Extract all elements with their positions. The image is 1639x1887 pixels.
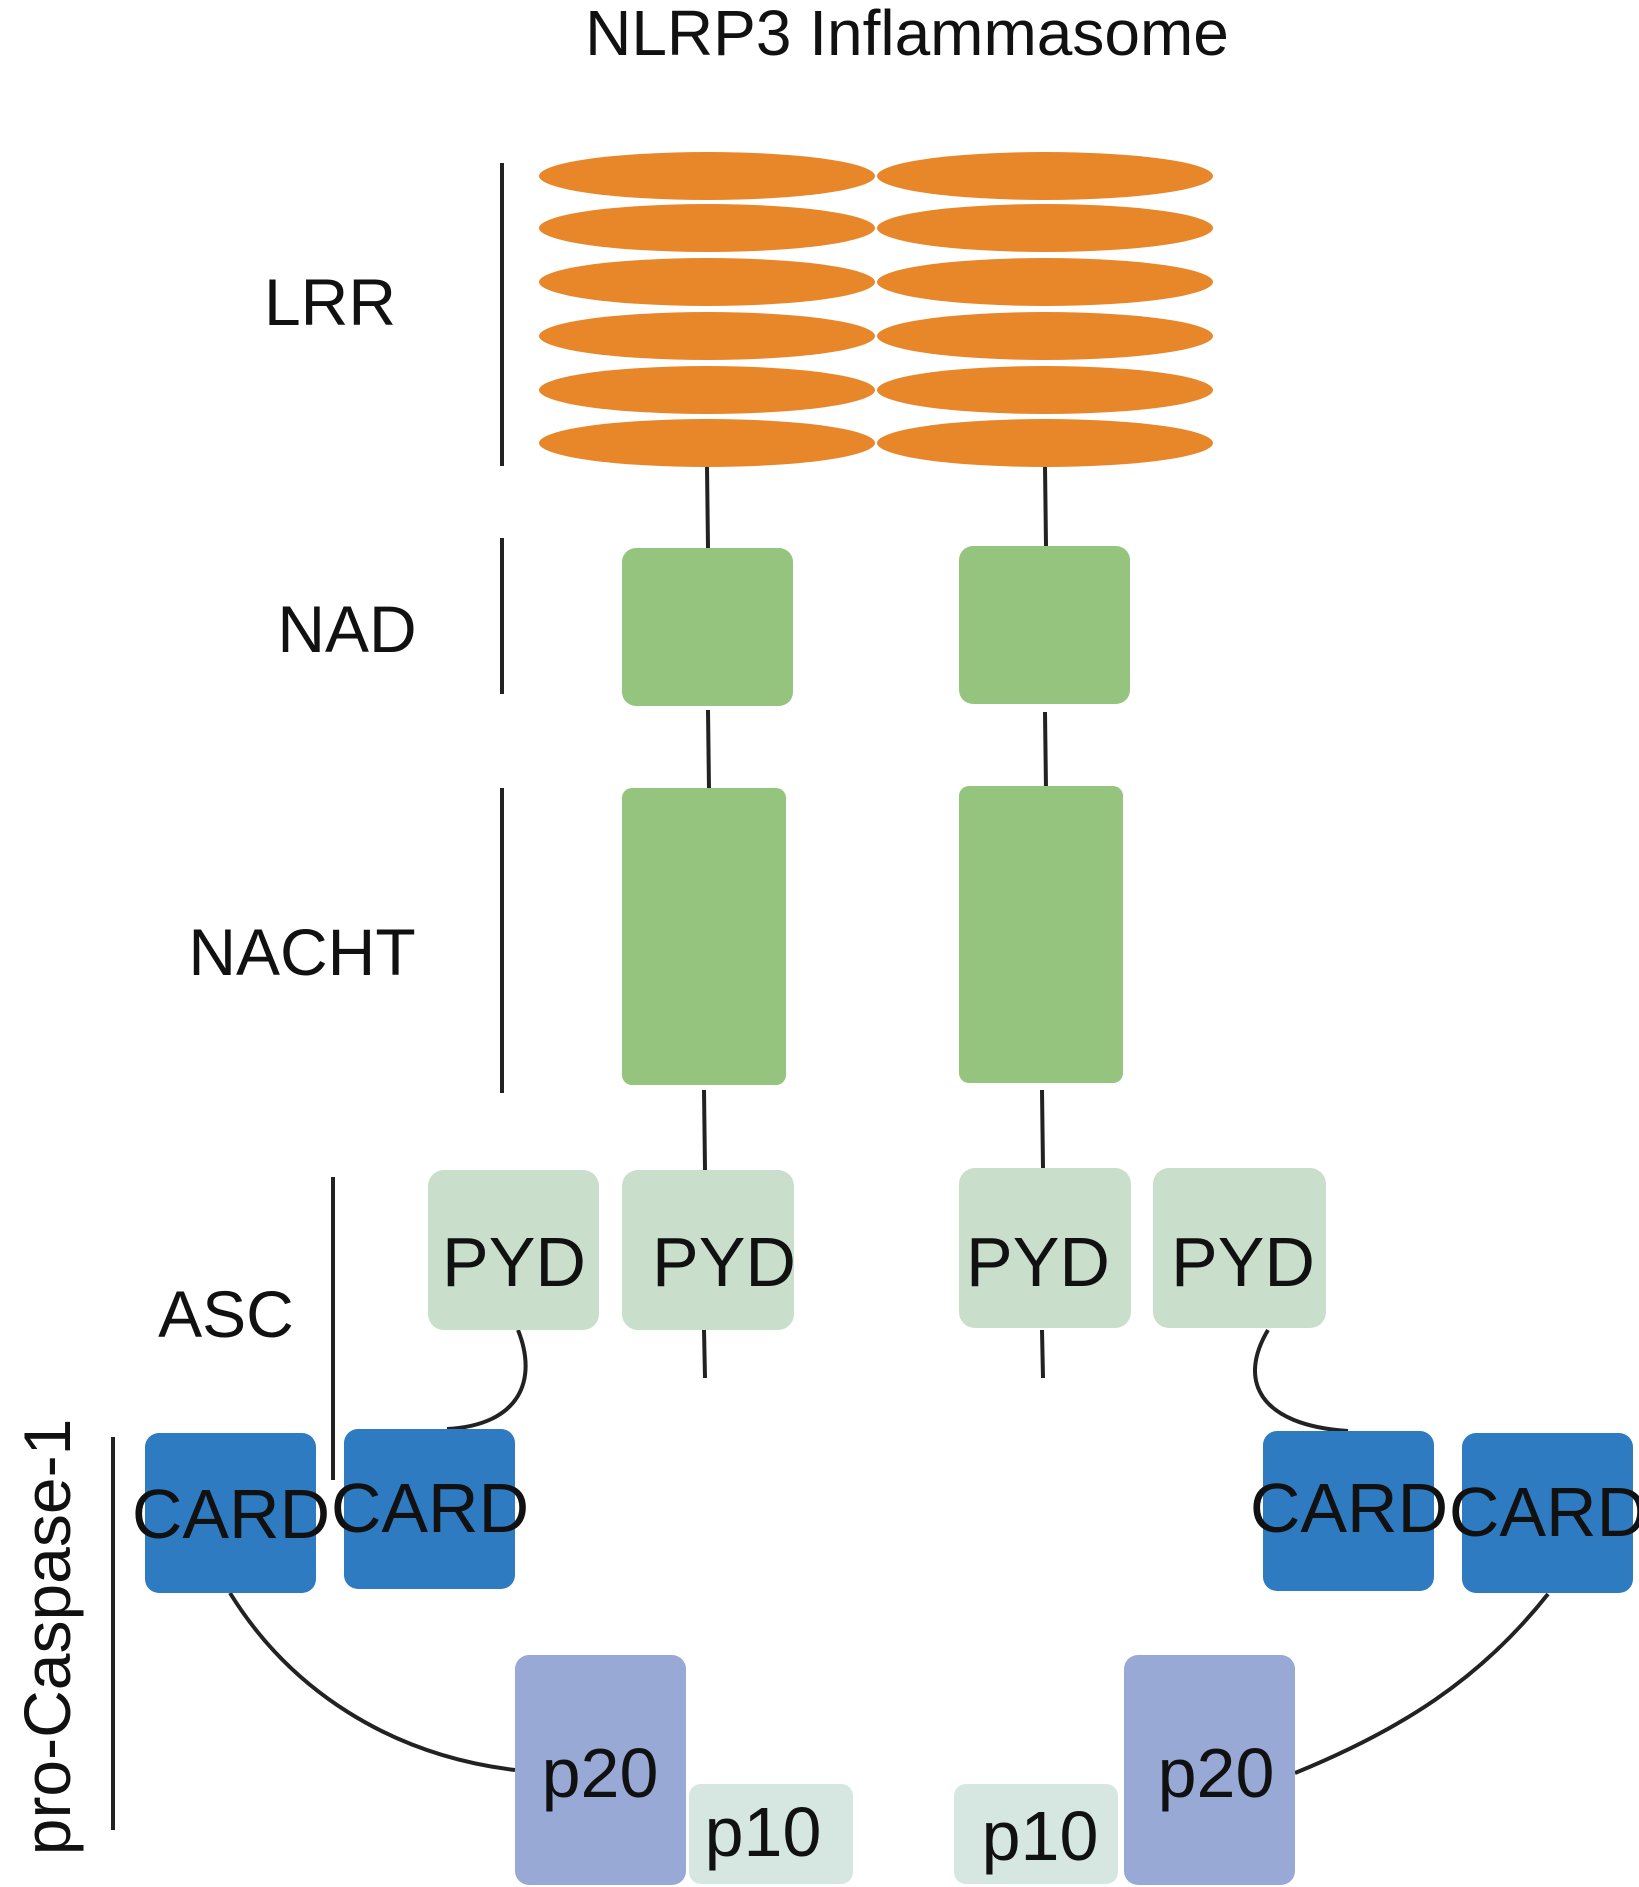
lrr-repeat xyxy=(539,366,875,414)
nad-label: NAD xyxy=(277,592,416,666)
p10-label: p10 xyxy=(705,1793,822,1871)
lrr-repeat xyxy=(539,204,875,252)
card-label: CARD xyxy=(1449,1473,1639,1551)
card-domain xyxy=(1462,1433,1633,1593)
nacht-label: NACHT xyxy=(188,915,415,989)
connector-line xyxy=(706,709,711,791)
nad-domain-right xyxy=(959,546,1130,704)
nacht-domain-right xyxy=(959,786,1123,1083)
pro-caspase-label: pro-Caspase-1 xyxy=(10,1419,84,1856)
pyd-card-link-left xyxy=(446,1329,528,1431)
lrr-repeat xyxy=(539,152,875,200)
pyd-domain xyxy=(1153,1168,1326,1328)
card-p20-link-right xyxy=(1294,1592,1550,1775)
pyd-label: PYD xyxy=(966,1223,1110,1301)
p20-subunit-left xyxy=(515,1655,686,1885)
lrr-repeat xyxy=(877,204,1213,252)
lrr-repeat xyxy=(877,366,1213,414)
card-label: CARD xyxy=(331,1469,529,1547)
p20-label: p20 xyxy=(1158,1734,1275,1812)
nacht-domain-left xyxy=(622,788,786,1085)
card-p20-link-left xyxy=(228,1591,516,1772)
lrr-repeat xyxy=(877,152,1213,200)
lrr-repeat xyxy=(877,312,1213,360)
card-label: CARD xyxy=(1250,1469,1448,1547)
card-label: CARD xyxy=(132,1475,330,1553)
p10-subunit-right xyxy=(954,1784,1118,1884)
connector-line xyxy=(1040,1089,1045,1169)
lrr-stack-left xyxy=(539,152,875,467)
lrr-stack-right xyxy=(877,152,1213,467)
pyd-label: PYD xyxy=(652,1223,796,1301)
connector-line xyxy=(705,465,710,549)
card-domain xyxy=(145,1433,316,1593)
card-domain xyxy=(1263,1431,1434,1591)
pyd-card-link-right xyxy=(1253,1328,1349,1433)
nad-domain-left xyxy=(622,548,793,706)
lrr-repeat xyxy=(877,419,1213,467)
asc-label: ASC xyxy=(158,1277,294,1351)
p10-subunit-left xyxy=(689,1784,853,1884)
connector-line xyxy=(702,1329,707,1379)
card-domain xyxy=(344,1429,515,1589)
lrr-repeat xyxy=(877,258,1213,306)
lrr-label: LRR xyxy=(264,265,396,339)
connector-line xyxy=(1040,1329,1045,1379)
p20-label: p20 xyxy=(542,1734,659,1812)
p20-subunit-right xyxy=(1124,1655,1295,1885)
lrr-repeat xyxy=(539,258,875,306)
lrr-repeat xyxy=(539,419,875,467)
p10-label: p10 xyxy=(982,1797,1099,1875)
diagram-title: NLRP3 Inflammasome xyxy=(585,0,1229,69)
pyd-label: PYD xyxy=(442,1223,586,1301)
pyd-label: PYD xyxy=(1171,1223,1315,1301)
pyd-domain xyxy=(622,1170,794,1330)
connector-line xyxy=(702,1089,707,1171)
lrr-repeat xyxy=(539,312,875,360)
pyd-domain xyxy=(428,1170,599,1330)
pyd-domain xyxy=(959,1168,1131,1328)
connector-line xyxy=(1043,465,1048,547)
connector-line xyxy=(1043,711,1048,791)
